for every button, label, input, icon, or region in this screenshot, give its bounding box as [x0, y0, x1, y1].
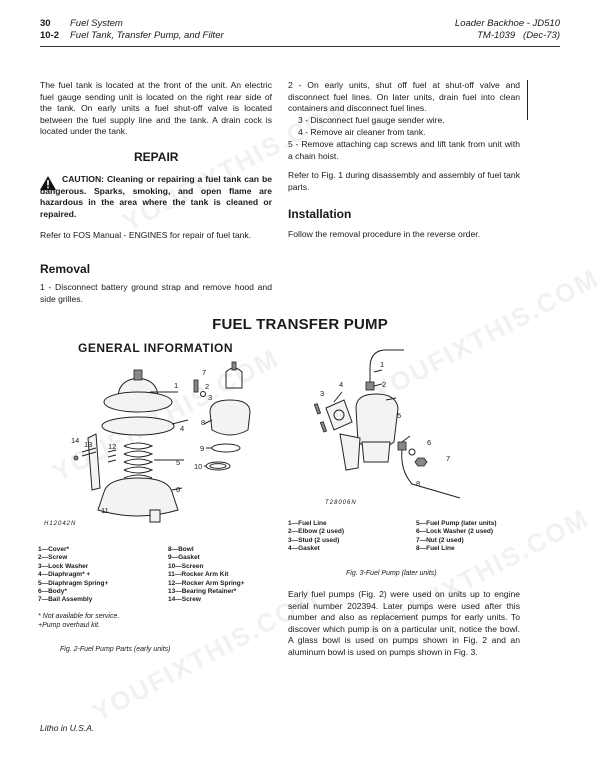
- header-rule: [40, 46, 560, 47]
- fig2-legend-item: 5—Diaphragm Spring+: [38, 579, 109, 587]
- fig2-callout-4: 4: [180, 424, 185, 433]
- fig2-legend-item: 11—Rocker Arm Kit: [168, 571, 229, 579]
- fig2-code: H12042N: [44, 521, 77, 527]
- installation-text: Follow the removal procedure in the reve…: [288, 229, 481, 239]
- fig3-legend-right: 5—Fuel Pump (later units) 6—Lock Washer …: [416, 520, 497, 554]
- footer-litho: Litho in U.S.A.: [40, 723, 95, 733]
- fig3-exploded-diagram: [313, 349, 461, 499]
- removal-step-2: 2 - On early units, shut off fuel at shu…: [288, 80, 520, 114]
- fuel-transfer-pump-title: FUEL TRANSFER PUMP: [212, 316, 388, 333]
- fig3-callout-1: 1: [380, 360, 385, 369]
- fig2-legend-item: 10—Screen: [168, 562, 204, 570]
- fig3-callout-6: 6: [427, 438, 432, 447]
- fig2-legend-item: 1—Cover*: [38, 546, 70, 553]
- fig2-callout-8: 8: [201, 418, 206, 427]
- change-bar: [527, 80, 528, 120]
- fig2-note-overhaul-kit: +Pump overhaul kit.: [38, 622, 101, 629]
- fig3-caption: Fig. 3-Fuel Pump (later units): [346, 570, 437, 577]
- machine-name: Loader Backhoe - JD510: [454, 18, 560, 29]
- fig2-callout-3: 3: [208, 393, 213, 402]
- removal-step-3: 3 - Disconnect fuel gauge sender wire.: [298, 115, 445, 125]
- fig2-exploded-diagram: [73, 361, 251, 523]
- fig3-callout-8: 8: [416, 479, 421, 488]
- fig2-callout-11: 11: [101, 506, 109, 515]
- repair-heading: REPAIR: [134, 150, 179, 164]
- intro-paragraph: The fuel tank is located at the front of…: [40, 80, 272, 137]
- fig3-legend-item: 1—Fuel Line: [288, 520, 327, 527]
- fig2-callout-9: 9: [200, 444, 205, 453]
- section-code: 10-2: [40, 30, 60, 41]
- fig2-note-not-serviceable: * Not available for service.: [38, 613, 120, 620]
- repair-refer-text: Refer to FOS Manual - ENGINES for repair…: [40, 230, 252, 240]
- general-information-heading: GENERAL INFORMATION: [78, 341, 234, 355]
- early-pumps-paragraph: Early fuel pumps (Fig. 2) were used on u…: [288, 589, 520, 657]
- fig2-legend-item: 6—Body*: [38, 588, 67, 596]
- fig2-legend-item: 13—Bearing Retainer*: [168, 588, 237, 596]
- fig2-callout-12: 12: [108, 442, 117, 451]
- fig2-legend-left: 1—Cover* 2—Screw 3—Lock Washer 4—Diaphra…: [38, 546, 108, 605]
- fig2-callout-6: 6: [176, 485, 181, 494]
- fig3-code: T28006N: [325, 500, 357, 506]
- fig2-legend-item: 12—Rocker Arm Spring+: [168, 579, 245, 587]
- fig3-callout-2: 2: [382, 380, 387, 389]
- fig3-callout-7: 7: [446, 454, 451, 463]
- fig2-legend-item: 7—Bail Assembly: [38, 596, 93, 604]
- section-subtitle: Fuel Tank, Transfer Pump, and Filter: [70, 30, 224, 41]
- fig3-legend-item: 2—Elbow (2 used): [288, 528, 344, 536]
- fig3-callout-3: 3: [320, 389, 325, 398]
- fig2-callout-13: 13: [84, 440, 93, 449]
- fig3-legend-item: 5—Fuel Pump (later units): [416, 520, 497, 527]
- caution-text: CAUTION: Cleaning or repairing a fuel ta…: [40, 174, 272, 219]
- warning-icon: [40, 176, 56, 190]
- fig2-callout-7: 7: [202, 368, 207, 377]
- removal-refer-fig: Refer to Fig. 1 during disassembly and a…: [288, 170, 520, 192]
- removal-step-4: 4 - Remove air cleaner from tank.: [298, 127, 426, 137]
- removal-step-5: 5 - Remove attaching cap screws and lift…: [288, 139, 520, 161]
- fig3-legend-left: 1—Fuel Line 2—Elbow (2 used) 3—Stud (2 u…: [288, 520, 344, 554]
- fig2-callout-5: 5: [176, 458, 181, 467]
- section-title: Fuel System: [70, 18, 123, 29]
- installation-heading: Installation: [288, 207, 352, 221]
- fig2-legend-item: 9—Gasket: [168, 554, 200, 562]
- fig3-legend-item: 8—Fuel Line: [416, 545, 455, 553]
- fig2-legend-item: 4—Diaphragm* +: [38, 571, 91, 579]
- fig2-callout-1: 1: [174, 381, 179, 390]
- fig3-legend-item: 6—Lock Washer (2 used): [416, 528, 494, 536]
- fig2-legend-right: 8—Bowl 9—Gasket 10—Screen 11—Rocker Arm …: [168, 546, 245, 605]
- removal-heading: Removal: [40, 262, 91, 276]
- fig2-callout-2: 2: [205, 382, 210, 391]
- page-number: 30: [40, 18, 51, 29]
- fig2-caption: Fig. 2-Fuel Pump Parts (early units): [60, 646, 171, 653]
- fig3-callout-5: 5: [397, 411, 402, 420]
- fig3-legend-item: 4—Gasket: [288, 545, 320, 553]
- caution-block: CAUTION: Cleaning or repairing a fuel ta…: [40, 174, 272, 220]
- fig2-legend-item: 8—Bowl: [168, 546, 194, 553]
- manual-code: TM-1039 (Dec-73): [477, 30, 560, 41]
- removal-step-1: 1 - Disconnect battery ground strap and …: [40, 282, 272, 304]
- fig3-legend-item: 7—Nut (2 used): [416, 536, 464, 544]
- fig2-legend-item: 3—Lock Washer: [38, 562, 89, 570]
- fig2-legend-item: 2—Screw: [38, 554, 68, 562]
- fig2-callout-14: 14: [71, 436, 80, 445]
- fig2-legend-item: 14—Screw: [168, 596, 201, 604]
- page-header: 30 10-2 Fuel System Fuel Tank, Transfer …: [40, 18, 560, 44]
- fig2-callout-10: 10: [194, 462, 203, 471]
- fig3-callout-4: 4: [339, 380, 344, 389]
- fig3-legend-item: 3—Stud (2 used): [288, 536, 340, 544]
